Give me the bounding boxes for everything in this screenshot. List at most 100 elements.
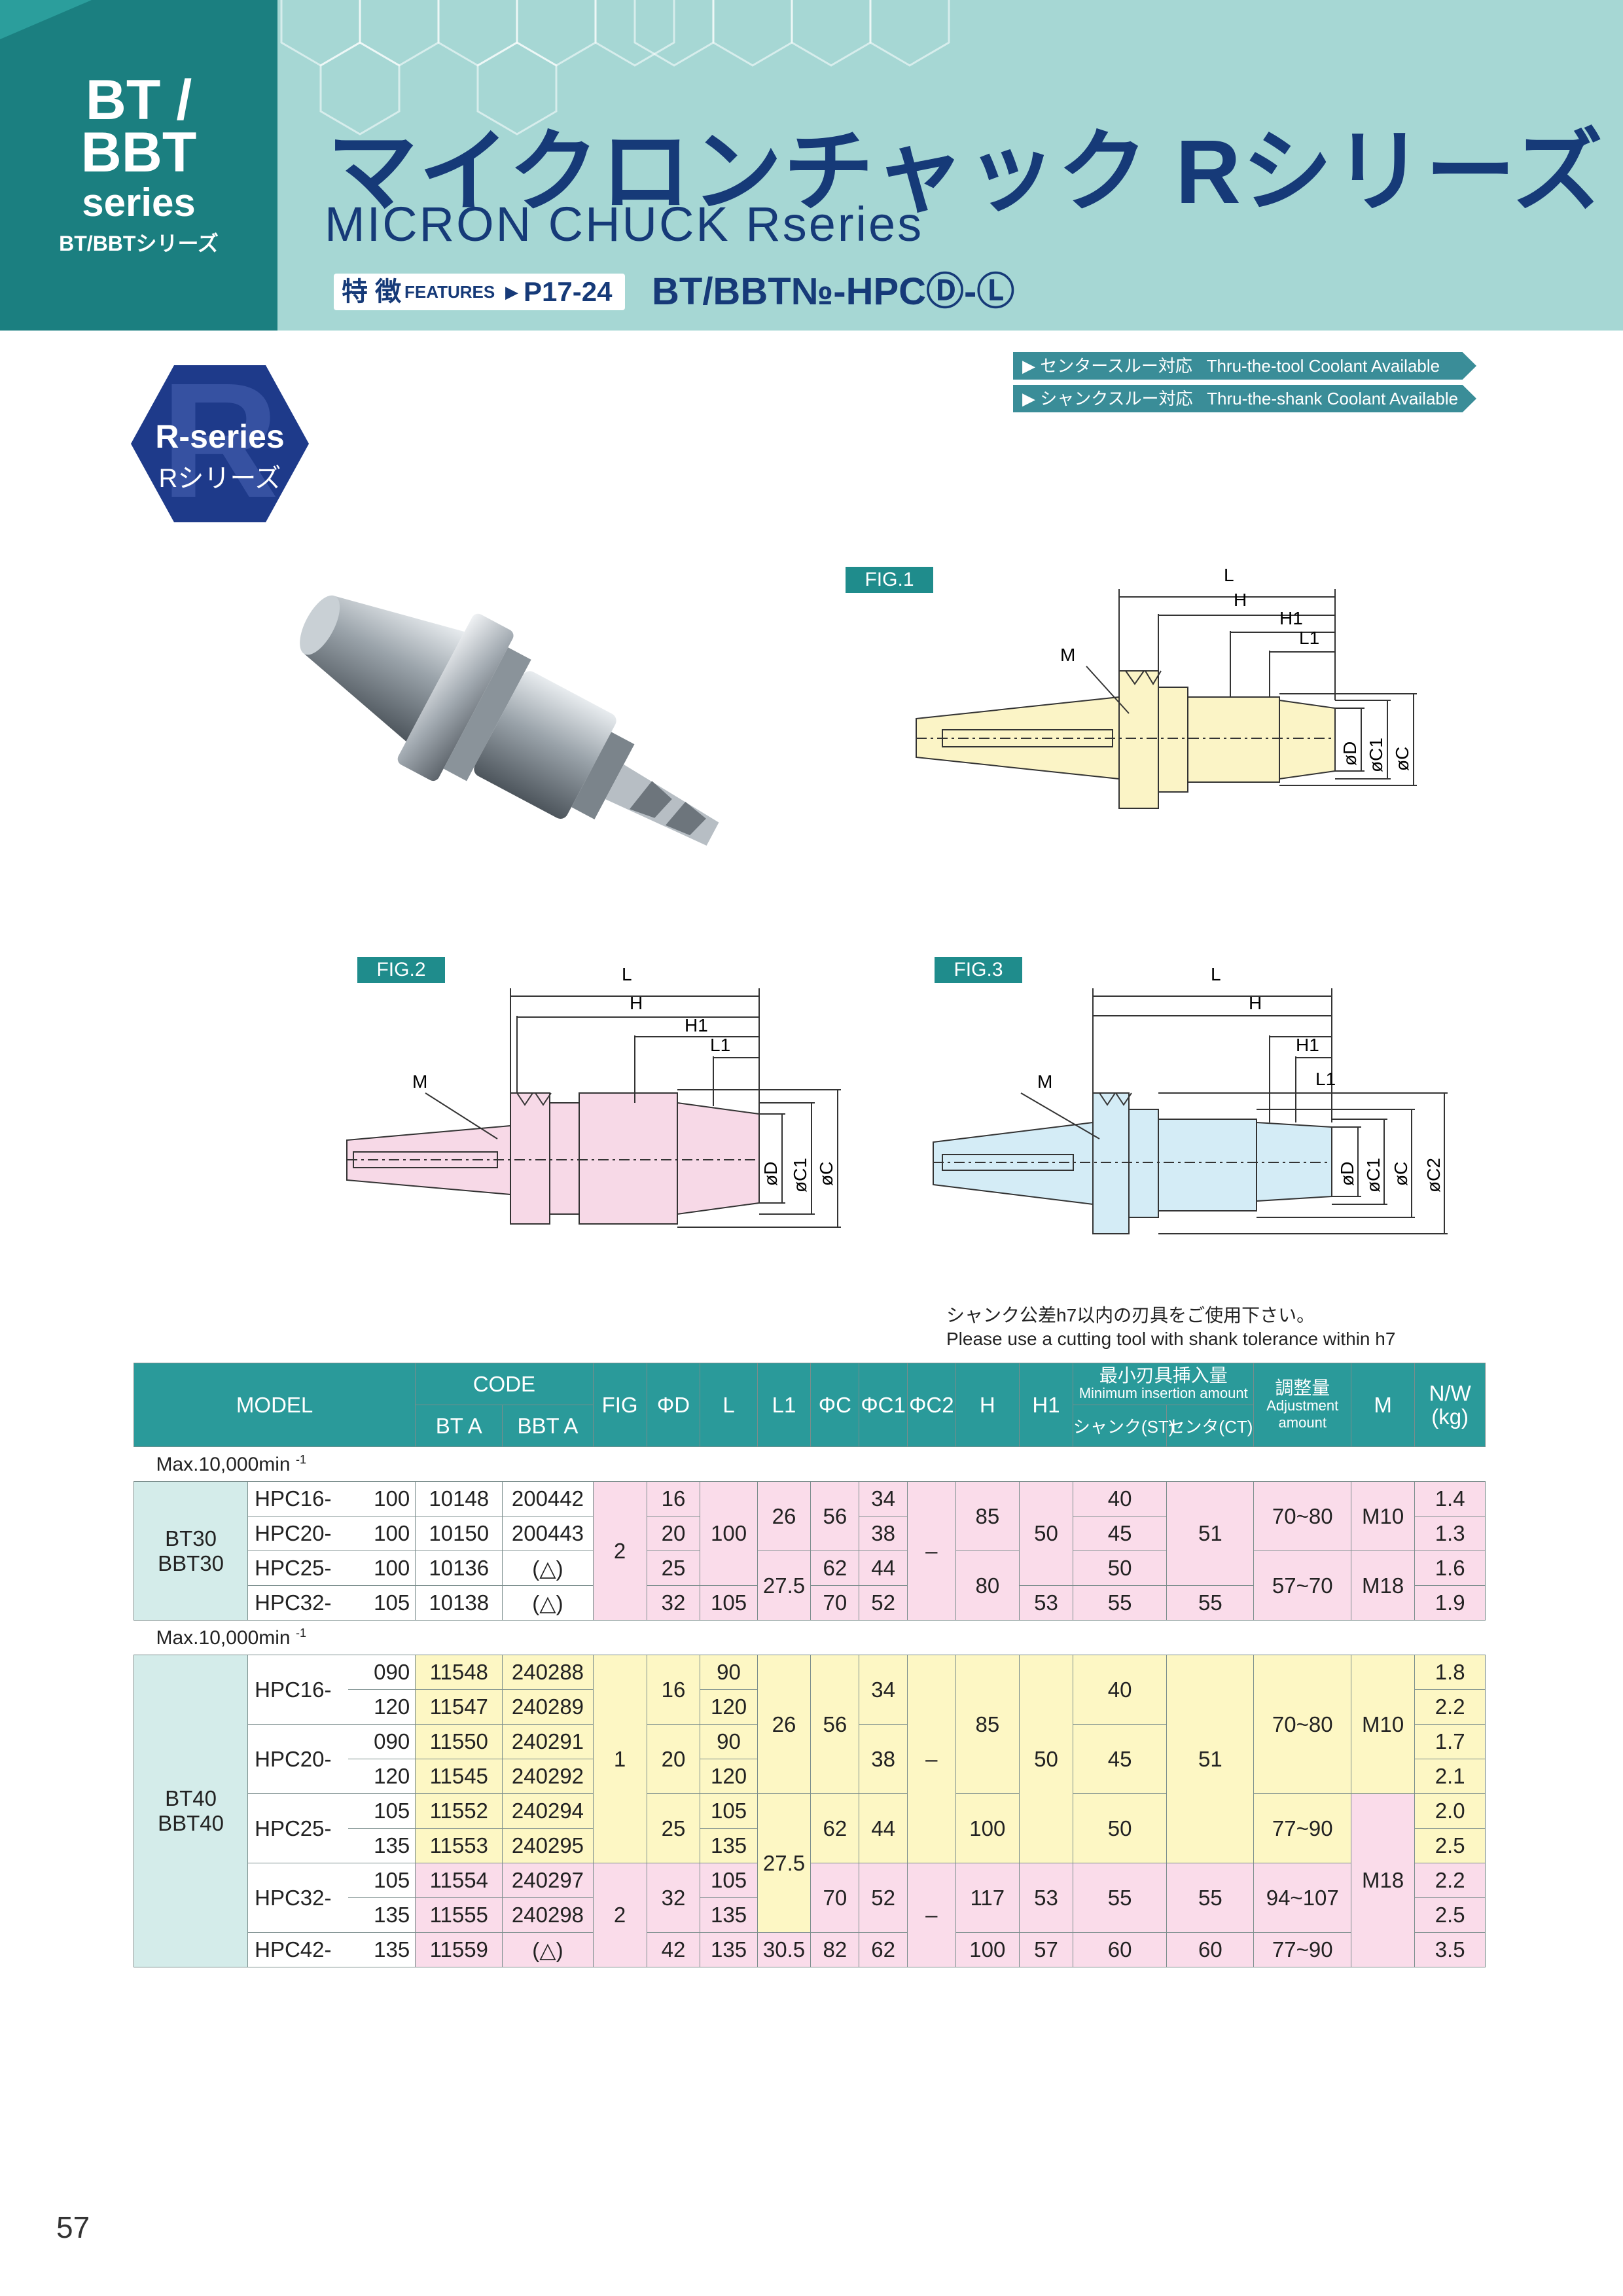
l1-cell: 26 xyxy=(757,1655,812,1794)
l-cell: 120 xyxy=(700,1759,758,1794)
model-cell: HPC32- xyxy=(247,1585,349,1621)
section1-label: Max.10,000min xyxy=(156,1453,291,1475)
fig2-label: FIG.2 xyxy=(357,957,445,983)
th-phic1: ΦC1 xyxy=(859,1363,908,1447)
badge-line2: Rシリーズ xyxy=(159,464,281,493)
bt-code-cell: 11550 xyxy=(415,1724,503,1759)
coolant-shank-jp: シャンクスルー対応 xyxy=(1040,389,1193,408)
length-cell: 135 xyxy=(348,1897,416,1933)
st-cell: 45 xyxy=(1072,1724,1168,1794)
model-cell: HPC32- xyxy=(247,1863,349,1933)
length-cell: 120 xyxy=(348,1689,416,1725)
ct-cell: 60 xyxy=(1166,1932,1255,1967)
nw-cell: 1.8 xyxy=(1414,1655,1486,1690)
c1-cell: 34 xyxy=(859,1655,908,1725)
table-row: HPC32- 105 10138 (△) 32 105 70 52 53 55 … xyxy=(134,1585,1486,1621)
c1-cell: 62 xyxy=(859,1932,908,1967)
l-cell: 90 xyxy=(700,1655,758,1690)
h-cell: 85 xyxy=(955,1481,1020,1551)
nw-cell: 1.7 xyxy=(1414,1724,1486,1759)
fig2-dim-L1: L1 xyxy=(710,1035,730,1055)
features-jp: 特 徴 xyxy=(342,278,402,306)
fig3-dim-C2: øC2 xyxy=(1423,1158,1444,1193)
coolant-tool-jp: センタースルー対応 xyxy=(1040,356,1192,376)
l-cell: 105 xyxy=(700,1793,758,1829)
fig2-dim-M: M xyxy=(412,1071,427,1092)
ct-cell: 51 xyxy=(1166,1481,1255,1586)
adj-cell: 70~80 xyxy=(1253,1481,1351,1551)
adj-cell: 57~70 xyxy=(1253,1551,1351,1621)
triangle-icon: ▶ xyxy=(1022,356,1041,376)
length-cell: 100 xyxy=(348,1481,416,1516)
features-en: FEATURES xyxy=(404,282,495,302)
fig-cell: 2 xyxy=(592,1863,647,1967)
nw-cell: 1.3 xyxy=(1414,1516,1486,1551)
th-m: M xyxy=(1350,1363,1416,1447)
th-model: MODEL xyxy=(133,1363,416,1447)
nw-cell: 2.2 xyxy=(1414,1863,1486,1898)
st-cell: 50 xyxy=(1072,1551,1168,1586)
fig3-drawing: L H H1 L1 M øD øC1 øC øC2 xyxy=(933,964,1448,1234)
fig1-dim-L1: L1 xyxy=(1299,628,1319,648)
coolant-tag-shank: ▶ シャンクスルー対応 Thru-the-shank Coolant Avail… xyxy=(1013,385,1476,412)
d-cell: 42 xyxy=(646,1932,701,1967)
coolant-shank-en: Thru-the-shank Coolant Available xyxy=(1207,389,1459,408)
c2-cell: – xyxy=(906,1655,956,1863)
h-cell: 117 xyxy=(955,1863,1020,1933)
fig3-dim-D: øD xyxy=(1337,1162,1357,1186)
th-nw: N/W (kg) xyxy=(1414,1363,1486,1447)
page-number: 57 xyxy=(56,2210,90,2244)
fig3-dim-C1: øC1 xyxy=(1363,1158,1383,1193)
ct-cell: 51 xyxy=(1166,1655,1255,1863)
st-cell: 40 xyxy=(1072,1481,1168,1516)
bbt-code-cell: (△) xyxy=(502,1585,594,1621)
th-st: シャンク(ST) xyxy=(1072,1405,1174,1447)
th-h1: H1 xyxy=(1018,1363,1073,1447)
l-cell: 105 xyxy=(700,1863,758,1898)
m-cell: M18 xyxy=(1350,1551,1416,1621)
bbt-code-cell: (△) xyxy=(502,1551,594,1586)
fig1-dim-L: L xyxy=(1224,565,1234,585)
section-row: Max.10,000min -1 xyxy=(134,1620,1486,1655)
th-min-insert: 最小刃具挿入量 Minimum insertion amount xyxy=(1072,1363,1255,1405)
table-row: 120 11547 240289 120 2.2 xyxy=(134,1689,1486,1725)
c1-cell: 34 xyxy=(859,1481,908,1516)
st-cell: 40 xyxy=(1072,1655,1168,1725)
bt-code-cell: 11554 xyxy=(415,1863,503,1898)
triangle-icon: ▶ xyxy=(1022,389,1041,408)
features-link[interactable]: 特 徴 FEATURES ▶ P17-24 xyxy=(334,274,625,310)
st-cell: 55 xyxy=(1072,1863,1168,1933)
badge-line1: R-series xyxy=(155,418,284,455)
length-cell: 105 xyxy=(348,1585,416,1621)
adj-cell: 94~107 xyxy=(1253,1863,1351,1933)
length-cell: 105 xyxy=(348,1793,416,1829)
fig1-dim-H1: H1 xyxy=(1279,608,1303,628)
bbt-code-cell: 200443 xyxy=(502,1516,594,1551)
l1-cell: 27.5 xyxy=(757,1551,812,1621)
th-l1: L1 xyxy=(757,1363,812,1447)
fig3-label: FIG.3 xyxy=(935,957,1022,983)
hexagon-pattern xyxy=(280,0,950,135)
ct-cell: 55 xyxy=(1166,1863,1255,1933)
table-row: HPC20- 090 11550 240291 20 90 38 45 1.7 xyxy=(134,1724,1486,1794)
model-code: BT/BBT№-HPCⒹ-Ⓛ xyxy=(652,270,1015,313)
l1-cell: 30.5 xyxy=(757,1932,812,1967)
series-subtitle: BT/BBTシリーズ xyxy=(59,232,219,255)
length-cell: 105 xyxy=(348,1863,416,1898)
fig1-dim-H: H xyxy=(1234,590,1247,610)
th-ct: センタ(CT) xyxy=(1166,1405,1255,1447)
c1-cell: 44 xyxy=(859,1793,908,1863)
length-cell: 135 xyxy=(348,1932,416,1967)
fig3-dim-M: M xyxy=(1037,1071,1052,1092)
c1-cell: 44 xyxy=(859,1551,908,1586)
bbt-code-cell: 240298 xyxy=(502,1897,594,1933)
th-phic: ΦC xyxy=(810,1363,860,1447)
h1-cell: 50 xyxy=(1018,1481,1073,1586)
nw-cell: 2.5 xyxy=(1414,1897,1486,1933)
m-cell: M18 xyxy=(1350,1793,1416,1967)
fig-cell: 1 xyxy=(592,1655,647,1863)
table-row: HPC42- 135 11559 (△) 42 135 30.5 82 62 1… xyxy=(134,1932,1486,1967)
d-cell: 25 xyxy=(646,1551,701,1586)
